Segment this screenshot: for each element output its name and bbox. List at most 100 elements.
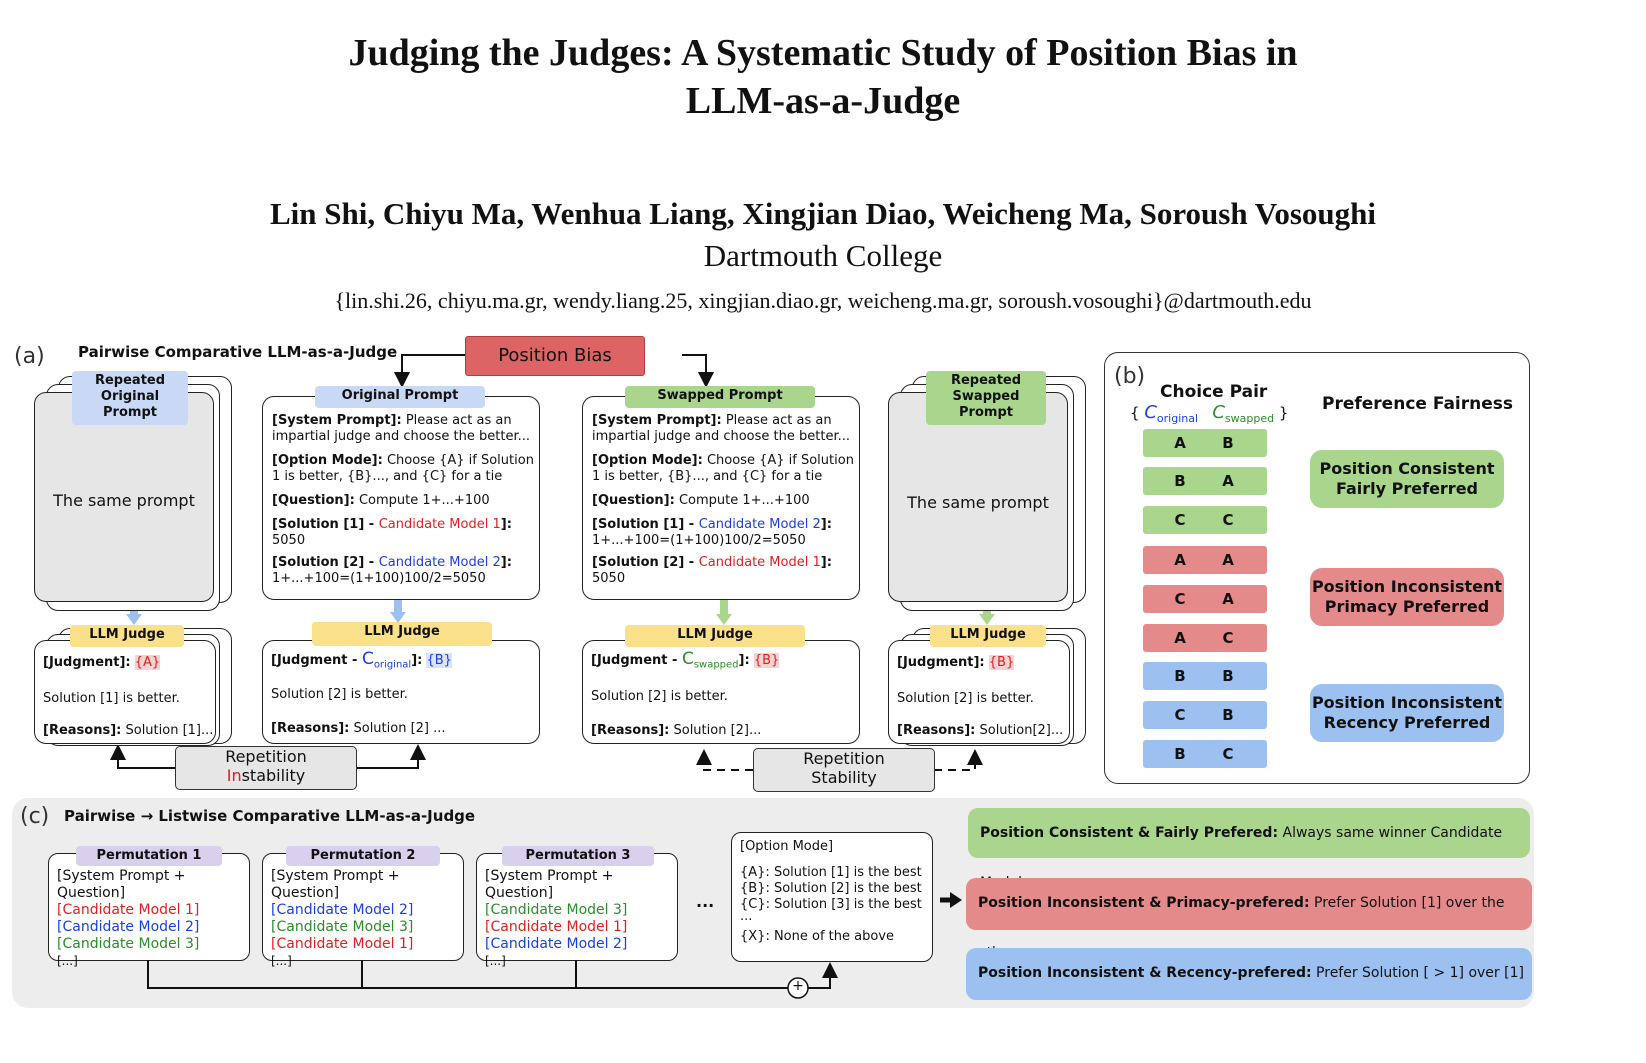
permutation-2-tag: Permutation 2 [286,846,440,866]
reasons-line: [Reasons]: Solution [1]... [43,723,214,738]
author-emails: {lin.shi.26, chiyu.ma.gr, wendy.liang.25… [334,288,1312,313]
swapped-prompt-card: [System Prompt]: Please act as an impart… [582,396,860,600]
question-val: Compute 1+...+100 [678,493,810,508]
legend-inconsistent-recency: Position Inconsistent & Recency-prefered… [966,948,1532,1000]
solution-1-key: [Solution [1] - [272,517,379,532]
permutation-1-tag: Permutation 1 [76,846,222,866]
permutation-3-box: [System Prompt + Question] [Candidate Mo… [476,853,678,968]
judge-output-original: [Judgment - Coriginal]: {B} Solution [2]… [262,640,540,744]
judge-output-repeated-original: [Judgment]: {A} Solution [1] is better. … [34,640,216,744]
candidate-model-2-label: Candidate Model 2 [378,555,501,570]
solution-2-key: [Solution [2] - [272,555,379,570]
original-prompt-tag: Original Prompt [315,386,485,408]
llm-judge-tag: LLM Judge [930,625,1046,647]
bracket-colon: ]: [500,517,512,532]
choice-pair-notation: { Coriginal Cswapped } [1130,402,1289,425]
question-key: [Question]: [272,493,355,508]
system-prompt-val: Please act as an impartial judge and cho… [592,413,850,444]
judgment-value: {A} [134,655,161,670]
judgment-line: [Judgment - Cswapped]: {B} [591,649,780,671]
llm-judge-tag: LLM Judge [625,625,805,647]
bracket-colon: ]: [500,555,512,570]
same-prompt-text: The same prompt [53,491,195,510]
judgment-line: [Judgment - Coriginal]: {B} [271,649,452,671]
swapped-prompt-body: [System Prompt]: Please act as an impart… [592,413,854,587]
verdict-text: Solution [2] is better. [271,687,408,702]
repeated-swapped-prompt-card: The same prompt [888,392,1068,602]
option-mode-val: Choose {A} if Solution 1 is better, {B}.… [272,453,534,484]
verdict-text: Solution [1] is better. [43,691,180,706]
verdict-text: Solution [2] is better. [897,691,1034,706]
repetition-stability-box: Repetition Stability [753,748,935,792]
reasons-line: [Reasons]: Solution[2]... [897,723,1064,738]
original-prompt-card: [System Prompt]: Please act as an impart… [262,396,540,600]
question-key: [Question]: [592,493,675,508]
question-val: Compute 1+...+100 [358,493,490,508]
verdict-text: Solution [2] is better. [591,689,728,704]
option-mode-key: [Option Mode]: [272,453,383,468]
candidate-model-1-label: Candidate Model 1 [378,517,501,532]
permutation-content: [System Prompt + Question] [Candidate Mo… [485,868,628,968]
more-permutations-ellipsis: ... [696,892,715,911]
reasons-line: [Reasons]: Solution [2]... [591,723,762,738]
option-mode-box: [Option Mode] {A}: Solution [1] is the b… [731,832,933,962]
judge-output-swapped: [Judgment - Cswapped]: {B} Solution [2] … [582,640,860,744]
merge-plus-symbol: + [792,978,804,994]
choice-pair-heading: Choice Pair [1160,382,1268,402]
permutation-3-tag: Permutation 3 [502,846,654,866]
option-mode-val: Choose {A} if Solution 1 is better, {B}.… [592,453,854,484]
paper-title-line-1: Judging the Judges: A Systematic Study o… [348,32,1298,74]
permutation-2-box: [System Prompt + Question] [Candidate Mo… [262,853,464,968]
judgment-value: {B} [988,655,1015,670]
position-bias-box: Position Bias [465,336,645,376]
solution-1-key: [Solution [1] - [592,517,699,532]
judgment-line: [Judgment]: {B} [897,655,1015,670]
judgment-value: {B} [426,653,452,668]
panel-b-label: (b) [1114,364,1146,389]
solution-2-answer: 1+...+100=(1+100)100/2=5050 [272,571,486,586]
original-prompt-body: [System Prompt]: Please act as an impart… [272,413,534,587]
panel-a-heading: Pairwise Comparative LLM-as-a-Judge [78,343,398,361]
system-prompt-key: [System Prompt]: [592,413,722,428]
judgment-line: [Judgment]: {A} [43,655,161,670]
option-mode-key: [Option Mode]: [592,453,703,468]
solution-2-answer: 5050 [592,571,626,586]
option-mode-content: [Option Mode] {A}: Solution [1] is the b… [740,839,922,944]
llm-judge-tag: LLM Judge [70,625,184,647]
paper-title-line-2: LLM-as-a-Judge [685,80,961,122]
solution-1-answer: 1+...+100=(1+100)100/2=5050 [592,533,806,548]
solution-1-answer: 5050 [272,533,306,548]
system-prompt-key: [System Prompt]: [272,413,402,428]
repeated-swapped-tag: Repeated Swapped Prompt [926,371,1046,425]
affiliation: Dartmouth College [703,238,943,273]
swapped-prompt-tag: Swapped Prompt [625,386,815,408]
repeated-original-prompt-card: The same prompt [34,392,214,602]
panel-c-label: (c) [20,804,50,829]
solution-2-key: [Solution [2] - [592,555,699,570]
system-prompt-val: Please act as an impartial judge and cho… [272,413,530,444]
candidate-model-1-label: Candidate Model 1 [698,555,821,570]
bracket-colon: ]: [820,517,832,532]
reasons-line: [Reasons]: Solution [2] ... [271,721,446,736]
legend-consistent-fair: Position Consistent & Fairly Prefered: A… [968,808,1530,891]
repeated-original-tag: Repeated Original Prompt [72,371,188,425]
repetition-instability-box: Repetition Instability [175,746,357,790]
permutation-content: [System Prompt + Question] [Candidate Mo… [271,868,414,968]
panel-c-heading: Pairwise → Listwise Comparative LLM-as-a… [64,807,476,825]
permutation-content: [System Prompt + Question] [Candidate Mo… [57,868,200,968]
author-list: Lin Shi, Chiyu Ma, Wenhua Liang, Xingjia… [269,196,1376,231]
legend-inconsistent-primacy: Position Inconsistent & Primacy-prefered… [966,878,1532,961]
preference-fairness-heading: Preference Fairness [1322,394,1514,414]
bracket-colon: ]: [820,555,832,570]
